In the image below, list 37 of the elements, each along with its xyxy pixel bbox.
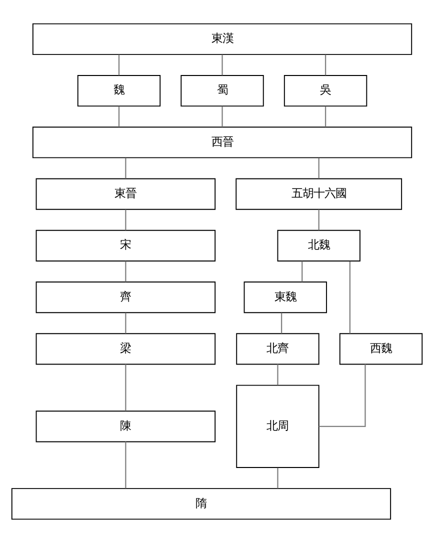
connector [318, 209, 320, 230]
node-box: 北魏 [277, 229, 360, 261]
connector [125, 209, 126, 230]
connector [125, 441, 126, 488]
node-box: 東漢 [32, 22, 412, 54]
connector [125, 157, 126, 178]
node-box: 隋 [11, 488, 392, 520]
node-box: 梁 [36, 332, 216, 364]
connector [118, 106, 120, 126]
connector [118, 54, 120, 75]
connector [125, 364, 126, 410]
connector [324, 106, 326, 126]
node-box: 宋 [36, 229, 216, 261]
node-box: 五胡十六國 [236, 178, 402, 210]
connector [280, 312, 282, 333]
connector [302, 260, 303, 282]
connector [324, 54, 326, 75]
connector [125, 312, 126, 333]
connector [277, 467, 278, 488]
node-box: 蜀 [180, 74, 264, 106]
node-box: 吳 [284, 74, 368, 106]
node-box: 西晉 [32, 126, 412, 158]
connector [318, 157, 320, 178]
node-box: 齊 [36, 281, 216, 313]
connector [277, 364, 278, 385]
connector [125, 260, 126, 282]
node-box: 陳 [36, 410, 216, 442]
connector [222, 106, 223, 126]
node-box: 東魏 [244, 281, 327, 313]
connector [318, 364, 366, 426]
node-box: 北周 [236, 384, 320, 468]
node-box: 北齊 [236, 332, 320, 364]
connector [349, 260, 350, 333]
connector [222, 54, 223, 75]
node-box: 魏 [77, 74, 161, 106]
node-box: 東晉 [36, 178, 216, 210]
node-box: 西魏 [339, 332, 423, 364]
